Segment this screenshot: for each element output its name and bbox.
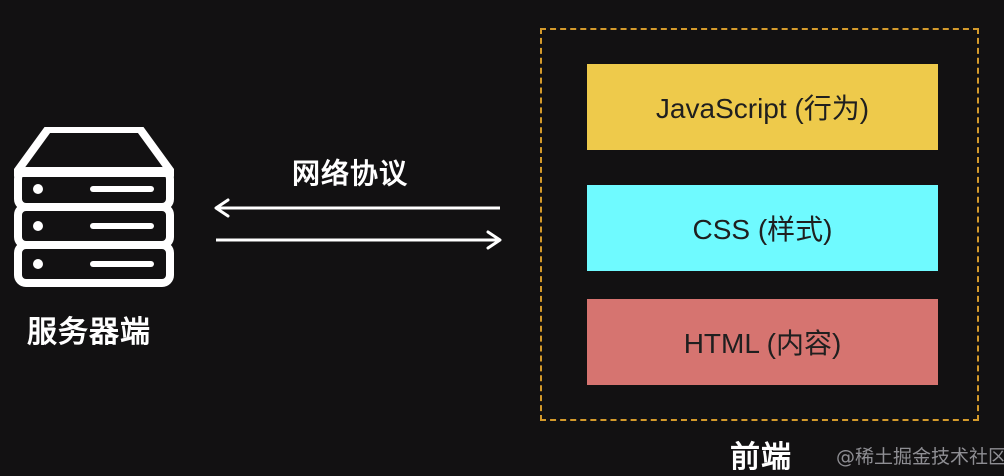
server-icon bbox=[14, 127, 174, 287]
css-layer: CSS (样式) bbox=[587, 185, 938, 271]
arrow-left-icon bbox=[214, 198, 500, 218]
javascript-layer: JavaScript (行为) bbox=[587, 64, 938, 150]
html-layer: HTML (内容) bbox=[587, 299, 938, 385]
server-label: 服务器端 bbox=[27, 315, 151, 350]
arrow-right-icon bbox=[216, 230, 502, 250]
connection-arrows bbox=[214, 198, 502, 250]
frontend-frame bbox=[540, 28, 979, 421]
watermark: @稀土掘金技术社区 bbox=[836, 446, 1004, 468]
frontend-label: 前端 bbox=[730, 440, 792, 475]
protocol-label: 网络协议 bbox=[292, 157, 409, 190]
